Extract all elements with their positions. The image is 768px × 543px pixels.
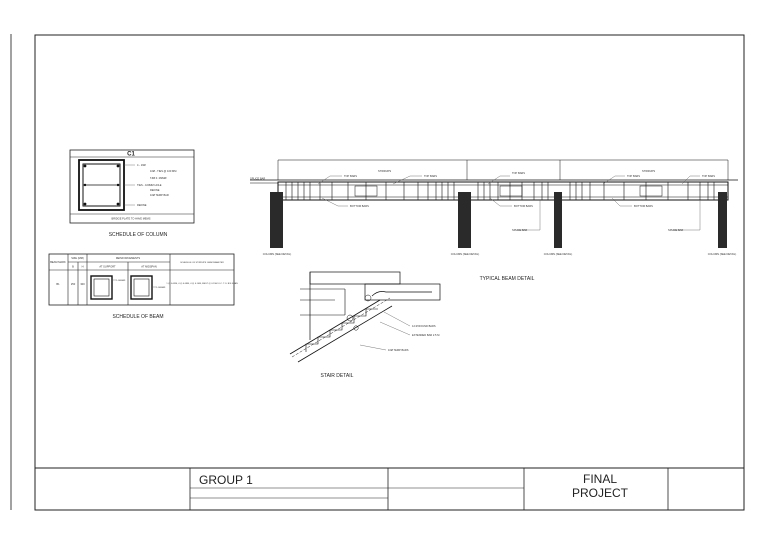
reinforcements-header: REINFORCEMENTS bbox=[116, 256, 141, 260]
column-note: REFINE bbox=[137, 203, 147, 207]
column-mark: C1 bbox=[127, 152, 135, 158]
beam-label-splice: SPLICE BAR bbox=[250, 177, 265, 181]
column-schedule: C1 4 - 16Ø 10Ø - TIES @ 100 MM T&B 0. 2M… bbox=[69, 149, 195, 238]
beam-label-stirrups: STIRRUPS bbox=[642, 169, 655, 173]
column-note: 10Ø - TIES @ 100 MM bbox=[150, 169, 176, 173]
beam-schedule-caption: SCHEDULE OF BEAM bbox=[112, 314, 163, 320]
sheet-border bbox=[34, 34, 745, 511]
beam-support-note: 2-16MMØ bbox=[116, 280, 126, 282]
beam-label-top: TOP BARS bbox=[627, 174, 640, 178]
stirrups-header: SCHEDULE OF STIRRUPS 10MM DIAMETER bbox=[180, 261, 224, 264]
beam-label-bottom: BOTTOM BARS bbox=[514, 204, 533, 208]
beam-support-section bbox=[90, 275, 113, 300]
beam-label-top: TOP BARS bbox=[344, 174, 357, 178]
stirrups-text: 1 @ 0.05M, 4 @ 0.08M, 4 @ 0.10M, REST @ … bbox=[166, 282, 238, 285]
column-note: T&B 0. 2MMØ bbox=[150, 176, 166, 180]
column-support bbox=[718, 192, 727, 248]
beam-stirrups-text: 1 @ 0.05M, 4 @ 0.08M, 4 @ 0.10M, REST @ … bbox=[166, 282, 238, 285]
column-support bbox=[458, 192, 471, 248]
column-tag: COLUMN (SEE DETAIL) bbox=[451, 252, 480, 256]
column-note: TIES - 100MM HOLE bbox=[137, 183, 162, 187]
at-midspan-header: AT MIDSPAN bbox=[141, 265, 157, 269]
beam-mark-value: B1 bbox=[56, 282, 60, 286]
beam-midspan-section bbox=[130, 275, 153, 300]
column-tag: COLUMN (SEE DETAIL) bbox=[544, 252, 573, 256]
at-support-header: AT SUPPORT bbox=[99, 265, 116, 269]
stair-note: 12 Ø ROUND BARS bbox=[412, 324, 436, 328]
column-schedule-caption: SCHEDULE OF COLUMN bbox=[109, 232, 168, 238]
beam-label-bottom: BOTTOM BARS bbox=[350, 204, 369, 208]
beam-size-header: SIZE (MM) bbox=[71, 256, 84, 260]
stair-note: 10Ø TEMP BARS bbox=[388, 348, 409, 352]
column-tag: COLUMN (SEE DETAIL) bbox=[263, 252, 292, 256]
column-footnote: BRIDGE PLATE TO HAVE MEMS bbox=[111, 217, 150, 221]
beam-label-stirrups: STIRRUPS bbox=[378, 169, 391, 173]
beam-h-header: H bbox=[82, 265, 84, 269]
group-name: GROUP 1 bbox=[199, 473, 253, 487]
stair-detail-caption: STAIR DETAIL bbox=[321, 373, 354, 379]
beam-detail-caption: TYPICAL BEAM DETAIL bbox=[480, 276, 535, 282]
beam-schedule: BEAM MARK SIZE (MM) B H REINFORCEMENTS A… bbox=[48, 253, 238, 320]
column-note: 4 - 16Ø bbox=[137, 163, 146, 167]
stair-detail: 12 Ø ROUND BARS EXTENDED BAR 2.5 M 10Ø T… bbox=[289, 271, 441, 379]
project-title-line2: PROJECT bbox=[572, 486, 629, 500]
beam-label-bottom: BOTTOM BARS bbox=[634, 204, 653, 208]
beam-b-header: B bbox=[72, 265, 74, 269]
column-support bbox=[270, 192, 283, 248]
stair-note: EXTENDED BAR 2.5 M bbox=[412, 333, 439, 337]
beam-label-top: TOP BARS bbox=[512, 171, 525, 175]
beam-label-splice: SPLICE BAR bbox=[668, 228, 683, 232]
beam-b-value: 250 bbox=[71, 282, 76, 286]
title-block: GROUP 1 FINAL PROJECT bbox=[35, 467, 744, 510]
column-note: REFINE bbox=[150, 188, 160, 192]
beam-mark-header: BEAM MARK bbox=[50, 260, 66, 264]
beam-midspan-note: 2-16MMØ bbox=[156, 287, 166, 289]
typical-beam-detail: TOP BARS TOP BARS TOP BARS TOP BARS TOP … bbox=[250, 159, 738, 282]
beam-label-top: TOP BARS bbox=[702, 174, 715, 178]
beam-label-splice: SPLICE BAR bbox=[512, 228, 527, 232]
project-title-line1: FINAL bbox=[583, 472, 617, 486]
beam-h-value: 300 bbox=[80, 282, 85, 286]
beam-label-top: TOP BARS bbox=[424, 174, 437, 178]
column-note: 10Ø TEMP BAR bbox=[150, 193, 169, 197]
column-tag: COLUMN (SEE DETAIL) bbox=[708, 252, 737, 256]
column-support bbox=[554, 192, 562, 248]
